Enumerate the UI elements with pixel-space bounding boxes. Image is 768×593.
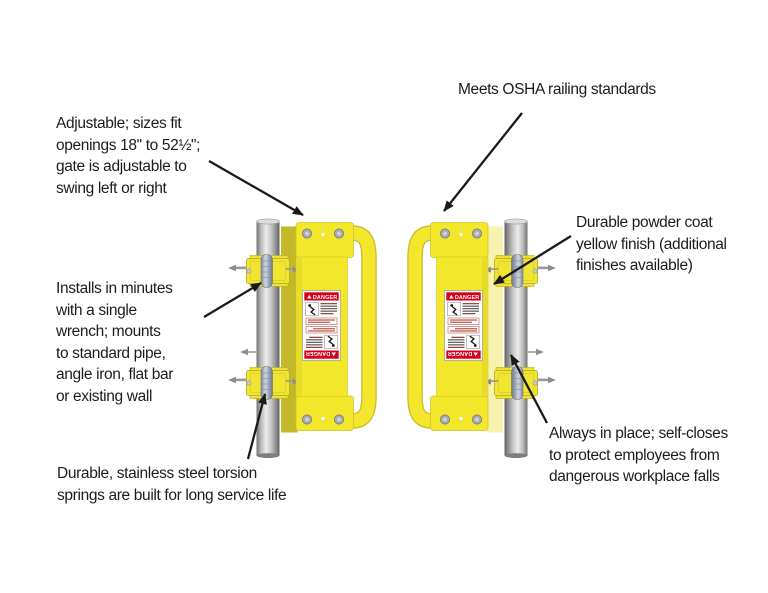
right-gate-danger-label — [444, 290, 483, 361]
callout-arrows — [203, 112, 572, 460]
callout-powder-coat-finish: Durable powder coat yellow finish (addit… — [576, 214, 727, 274]
warning-triangle-icon — [307, 294, 312, 299]
panel-bolts — [301, 228, 344, 425]
arrow-osha-to-right-gate — [443, 112, 523, 212]
arrow-self-closing-to-post — [509, 354, 549, 424]
danger-label-half: DANGER — [304, 292, 339, 325]
arrow-springs-to-lower-clamp — [246, 393, 267, 460]
danger-label-half — [445, 291, 482, 326]
danger-header-band — [304, 292, 339, 301]
danger-word: DANGER — [313, 295, 338, 301]
arrow-powder-coat-to-panel — [493, 235, 572, 285]
left-gate-danger-label: DANGER — [302, 290, 341, 361]
danger-label-inverted-half — [445, 325, 482, 360]
callout-self-closing: Always in place; self-closes to protect … — [549, 425, 728, 485]
spring-clamp — [228, 254, 301, 288]
callout-torsion-springs: Durable, stainless steel torsion springs… — [57, 465, 287, 504]
mounting-post — [240, 218, 280, 458]
danger-label-inverted-half — [303, 325, 340, 360]
callout-easy-install: Installs in minutes with a single wrench… — [56, 280, 174, 405]
callout-osha-standards: Meets OSHA railing standards — [458, 81, 656, 98]
arrow-install-to-upper-clamp — [203, 282, 262, 318]
callout-adjustable-sizes: Adjustable; sizes fit openings 18" to 52… — [56, 115, 201, 197]
gate-handle — [339, 225, 377, 429]
arrow-adjustable-to-left-gate — [208, 160, 304, 216]
label-fine-print — [305, 303, 338, 325]
right-gate — [415, 219, 556, 458]
left-gate — [227, 218, 377, 458]
falling-person-icon — [305, 302, 319, 317]
